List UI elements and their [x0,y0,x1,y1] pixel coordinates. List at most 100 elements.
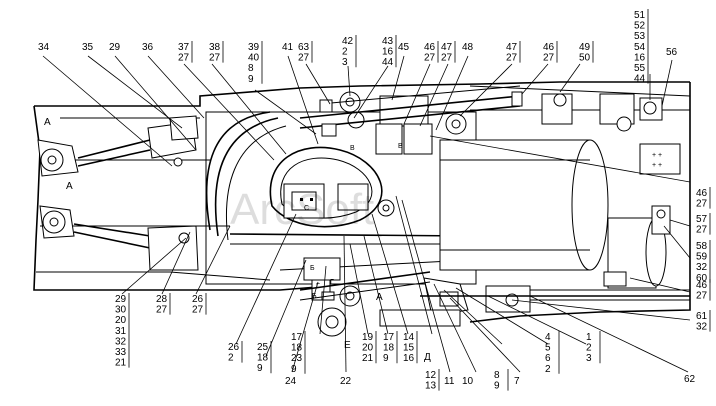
callout-number: 22 [340,376,352,387]
callout-number: 56 [666,47,678,58]
callout-number: 44 [634,74,646,85]
callout-number: 46 [424,42,436,53]
callout-number: 41 [282,42,294,53]
callout-number: 2 [545,364,551,375]
callout-number: 27 [696,291,708,302]
callout-b10: 10 [462,376,474,387]
callout-l41: 41 [282,42,294,53]
callout-number: 27 [696,225,708,236]
top-leaders [42,55,673,167]
callout-number: 27 [424,53,436,64]
callout-number: 42 [342,36,354,47]
callout-number: 35 [82,42,94,53]
view-letter: С [304,205,309,212]
view-letter: Г [316,283,320,290]
callout-number: 27 [192,305,204,316]
callout-number: 49 [579,42,591,53]
callout-number: 18 [383,343,395,354]
view-letter: А [44,117,51,128]
callout-number: 2 [586,343,592,354]
callout-r62: 62 [684,374,696,385]
callout-l56: 56 [666,47,678,58]
callout-number: 38 [209,42,221,53]
callout-number: 63 [298,42,310,53]
callout-number: 39 [248,42,260,53]
callout-number: 51 [634,10,646,21]
callout-number: 9 [291,364,297,375]
callout-l45: 45 [398,42,410,53]
central-unit [205,111,477,285]
callout-number: 30 [115,305,127,316]
callout-b24: 24 [285,376,297,387]
callout-l35: 35 [82,42,94,53]
callout-number: 43 [382,36,394,47]
callout-l29: 29 [109,42,121,53]
callout-number: 36 [142,42,154,53]
callout-number: 9 [383,353,389,364]
callout-number: 12 [425,370,437,381]
callout-number: 14 [403,332,415,343]
callout-number: 27 [209,53,221,64]
callout-number: 27 [178,53,190,64]
callout-number: 47 [441,42,453,53]
callout-number: 6 [545,353,551,364]
callout-b1: 123 [586,331,601,364]
callout-number: 40 [248,53,260,64]
callout-number: 3 [342,57,348,68]
callout-b7: 7 [514,376,520,387]
callout-number: 16 [403,353,415,364]
view-letter: Е [344,340,351,351]
callout-number: 2 [342,47,348,58]
callout-number: 33 [115,347,127,358]
callout-number: 44 [382,57,394,68]
bottom-leaders [121,195,587,373]
callout-b22: 22 [340,376,352,387]
callout-number: 26 [192,294,204,305]
callout-number: 25 [257,342,269,353]
callout-l48: 48 [462,42,474,53]
callout-number: 11 [444,376,455,387]
callout-number: 46 [543,42,555,53]
callout-number: 15 [403,343,415,354]
callout-number: 17 [383,332,395,343]
view-letter: В [350,145,355,152]
callout-number: 13 [425,381,437,392]
callout-l36: 36 [142,42,154,53]
callout-number: 27 [156,305,168,316]
callout-number: 17 [291,332,303,343]
callout-number: 58 [696,241,708,252]
callout-number: 18 [257,353,269,364]
callout-number: 19 [362,332,374,343]
callout-number: 21 [362,353,374,364]
callout-number: 62 [684,374,696,385]
view-letter: Б [310,265,315,272]
callout-number: 32 [696,322,708,333]
callout-number: 21 [115,358,127,369]
callout-number: 29 [109,42,121,53]
svg-text:+ +: + + [652,152,662,159]
callout-number: 27 [298,53,310,64]
callout-number: 34 [38,42,50,53]
lower-right-devices [379,277,690,327]
callout-number: 27 [441,53,453,64]
callout-b26b: 262 [228,341,243,364]
callout-number: 27 [543,53,555,64]
front-suspension [37,115,199,271]
callout-number: 31 [115,326,127,337]
callout-number: 29 [115,294,127,305]
